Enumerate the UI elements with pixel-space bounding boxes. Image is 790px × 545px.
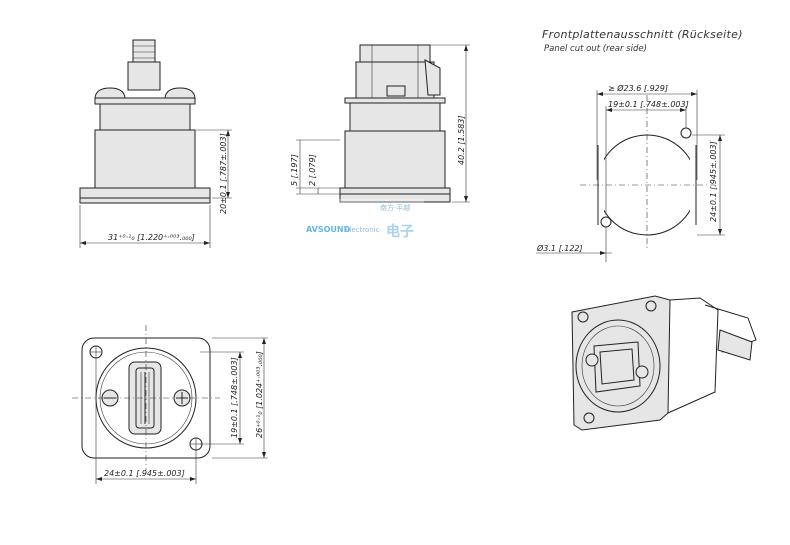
dim-side-height: 20±0.1 [.787±.003] (219, 133, 228, 214)
dim-side-40: 40.2 [1.583] (457, 116, 466, 166)
dim-side-width: 31⁺⁰·¹₀ [1.220⁺·⁰⁰³.₀₀₀] (108, 233, 195, 242)
watermark-word: Electronic (345, 226, 380, 234)
watermark-cn-small: 南方·平越 (380, 203, 410, 212)
dim-cut-24: 24±0.1 [.945±.003] (709, 141, 718, 222)
watermark-cn-big: 电子 (386, 223, 414, 240)
panel-cutout: Frontplattenausschnitt (Rückseite) Panel… (536, 28, 743, 262)
dim-front-26: 26⁺⁰·¹₀ [1.024⁺·⁰⁰³.₀₀₀] (255, 351, 264, 438)
dim-cut-diam: ≥ Ø23.6 [.929] (608, 83, 668, 93)
side-view-left: 31⁺⁰·¹₀ [1.220⁺·⁰⁰³.₀₀₀] 20±0.1 [.787±.0… (79, 39, 232, 248)
front-view: 24±0.1 [.945±.003] 19±0.1 [.748±.003] 26… (72, 325, 268, 484)
dim-side-5: 5 [.197] (290, 154, 299, 186)
dim-side-2: 2 [.079] (308, 154, 317, 186)
cutout-title: Frontplattenausschnitt (Rückseite) (542, 28, 743, 41)
dim-cut-19: 19±0.1 [.748±.003] (608, 100, 689, 109)
dim-cut-hole: Ø3.1 [.122] (536, 243, 583, 253)
watermark: 南方·平越 AVSOUND Electronic 电子 (304, 199, 424, 240)
isometric-view (571, 295, 757, 431)
cutout-subtitle: Panel cut out (rear side) (544, 44, 647, 54)
side-view-middle: 40.2 [1.583] 5 [.197] 2 [.079] (290, 44, 470, 203)
dim-front-19: 19±0.1 [.748±.003] (230, 357, 239, 438)
watermark-brand: AVSOUND (306, 225, 351, 234)
dim-front-24: 24±0.1 [.945±.003] (104, 469, 185, 478)
